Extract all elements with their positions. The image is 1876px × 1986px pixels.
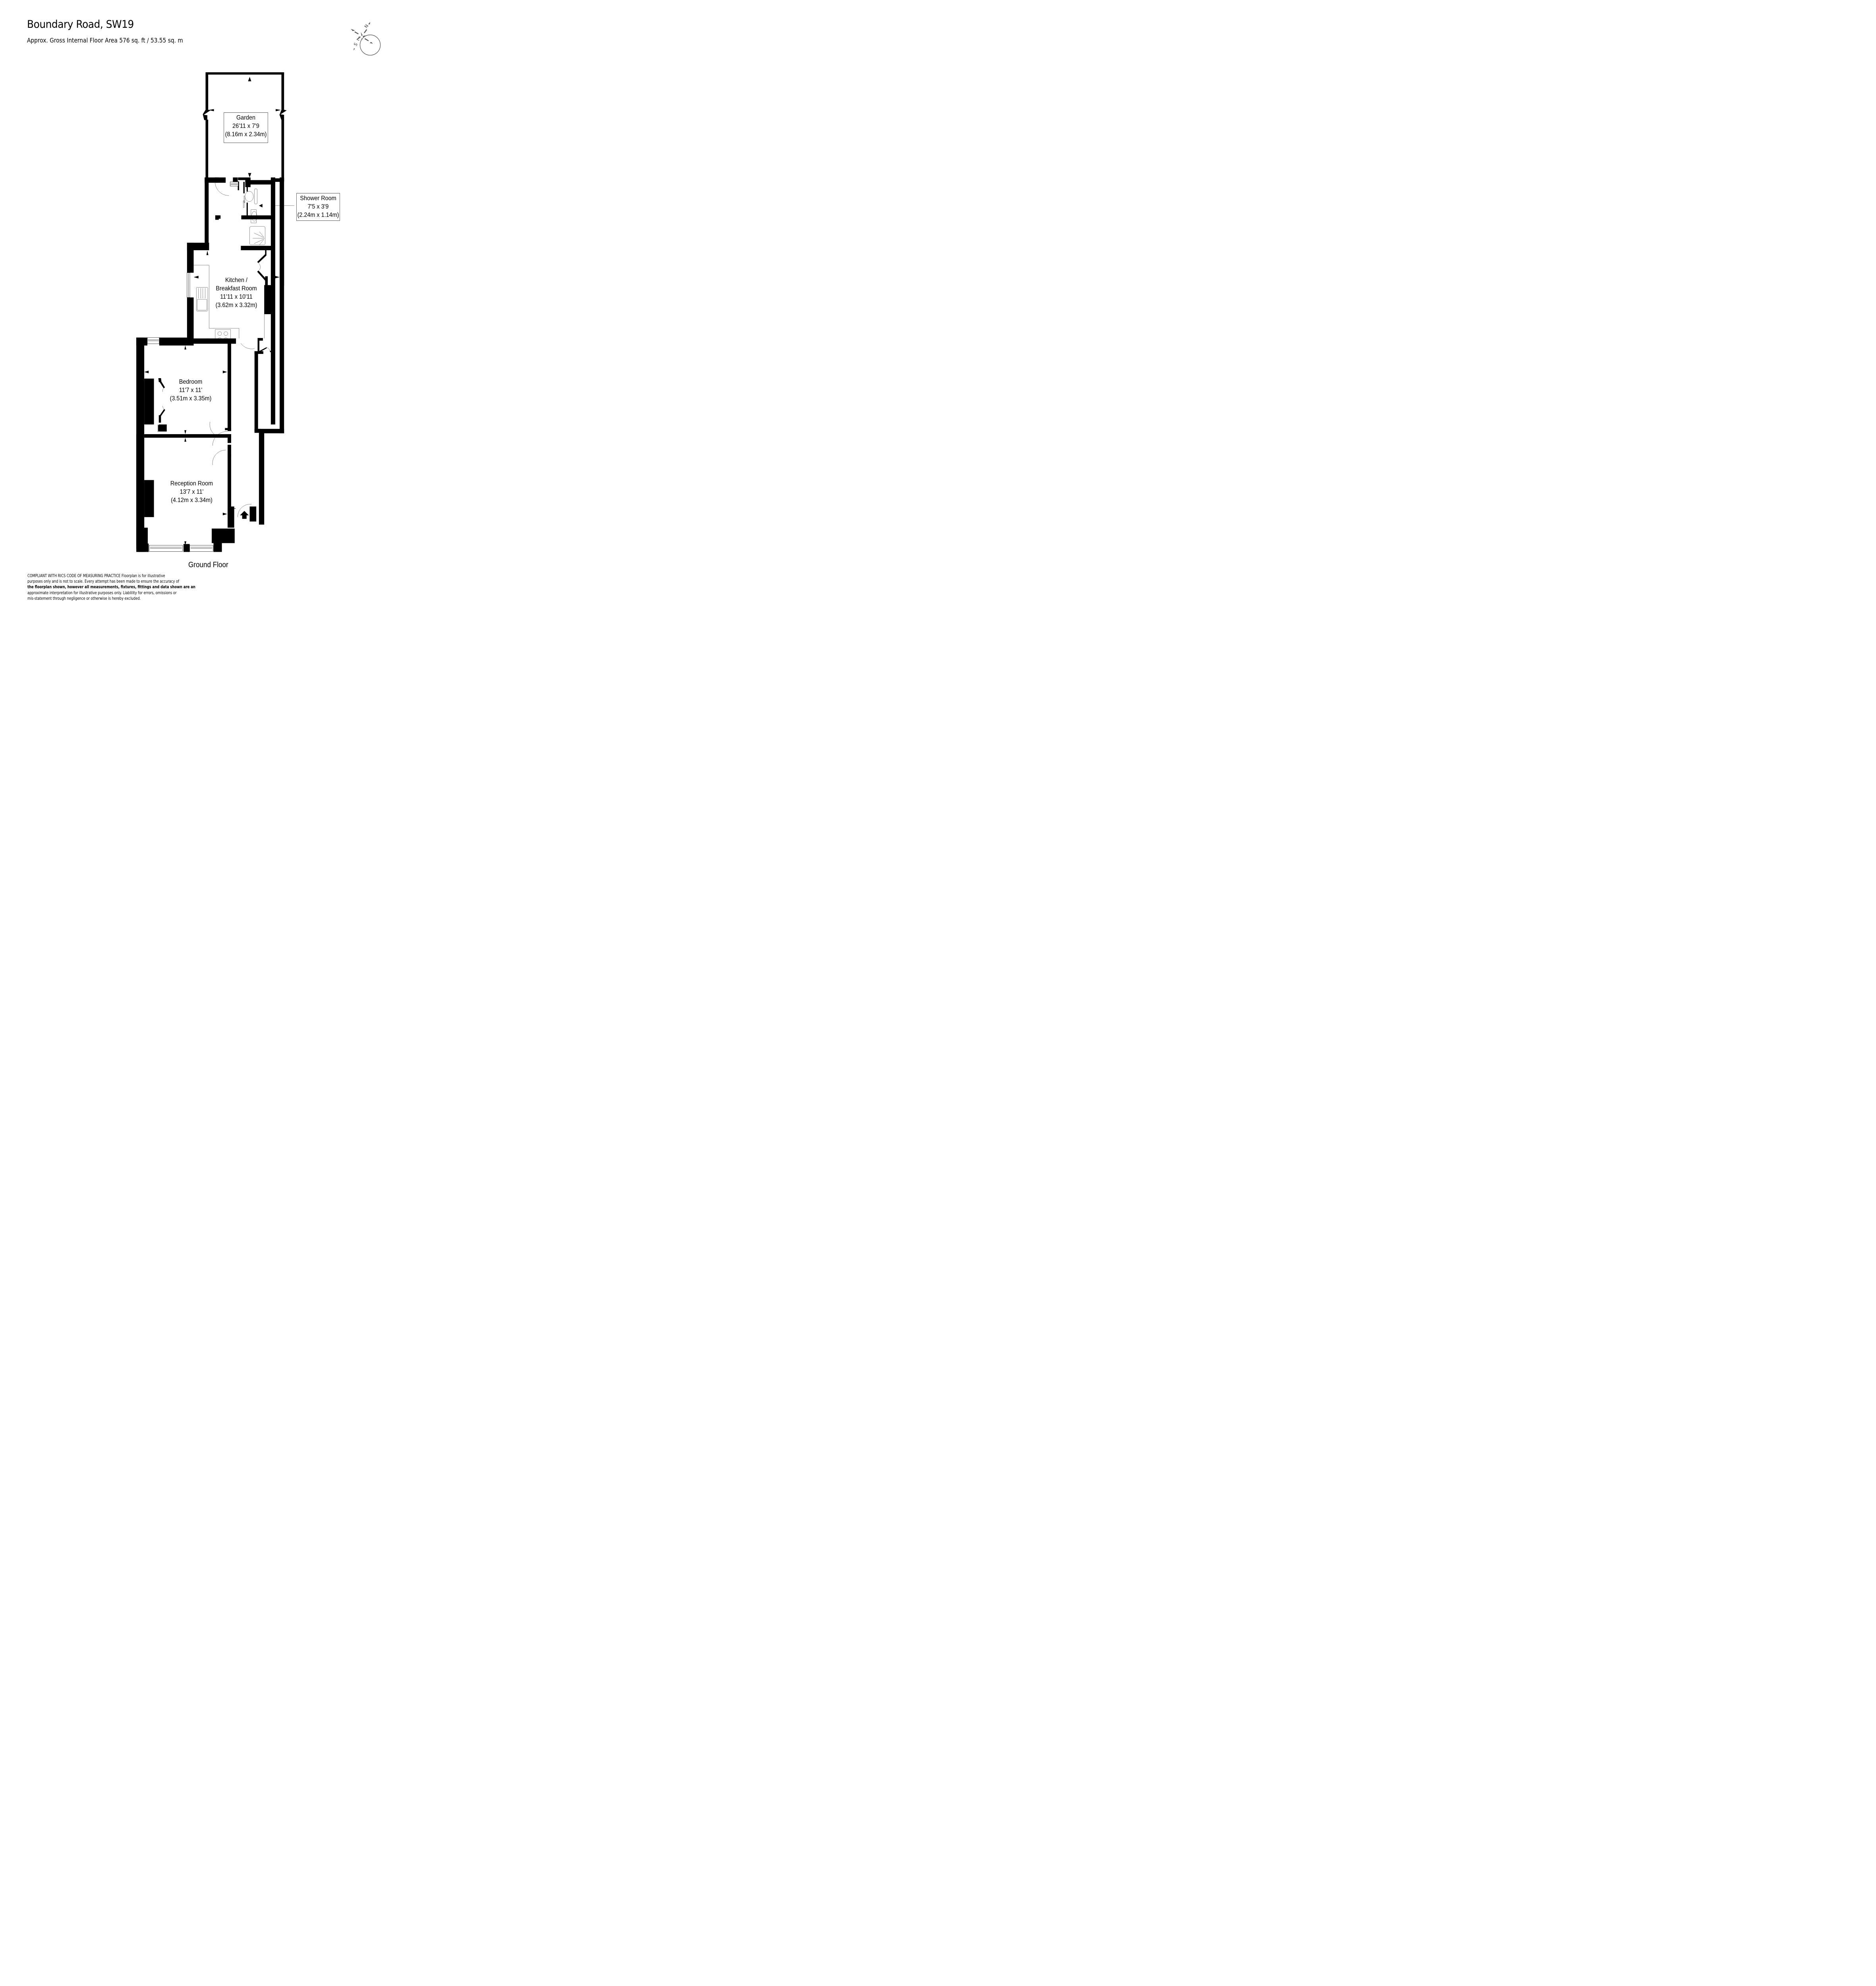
room-name: Reception Room bbox=[170, 480, 213, 487]
room-dimensions-imperial: 13'7 x 11' bbox=[180, 489, 204, 495]
disclaimer-line: COMPLIANT WITH RICS CODE OF MEASURING PR… bbox=[27, 574, 165, 578]
room-dimensions-metric: (3.51m x 3.35m) bbox=[170, 395, 212, 402]
room-dimensions-metric: (3.62m x 3.32m) bbox=[215, 302, 257, 309]
room-name-line2: Breakfast Room bbox=[216, 285, 257, 292]
shower-room-label: Shower Room 7'5 x 3'9 (2.24m x 1.14m) bbox=[296, 193, 340, 221]
room-dimensions-metric: (4.12m x 3.34m) bbox=[171, 497, 213, 504]
room-dimensions-imperial: 11'11 x 10'11 bbox=[220, 294, 253, 300]
compass-rose-icon: N S bbox=[351, 22, 381, 56]
floor-plan-drawing bbox=[136, 72, 294, 552]
room-dimensions-imperial: 11'7 x 11' bbox=[179, 387, 203, 394]
garden-top-wall bbox=[205, 72, 284, 75]
disclaimer-line: the floorplan shown, however all measure… bbox=[27, 585, 195, 590]
room-name: Shower Room bbox=[300, 195, 336, 202]
room-name: Bedroom bbox=[179, 379, 203, 385]
disclaimer-line: approximate interpretation for illustrat… bbox=[27, 590, 177, 595]
disclaimer-line: mis-statement through negligence or othe… bbox=[27, 596, 141, 601]
room-name: Garden bbox=[236, 114, 256, 121]
bedroom-label: Bedroom 11'7 x 11' (3.51m x 3.35m) bbox=[166, 378, 216, 403]
reception-room-label: Reception Room 13'7 x 11' (4.12m x 3.34m… bbox=[164, 479, 220, 504]
room-name-line1: Kitchen / bbox=[225, 277, 248, 284]
room-dimensions-imperial: 7'5 x 3'9 bbox=[307, 203, 329, 210]
room-dimensions-imperial: 26'11 x 7'9 bbox=[232, 123, 259, 129]
room-dimensions-metric: (8.16m x 2.34m) bbox=[225, 131, 267, 138]
disclaimer-line: purposes only and is not to scale. Every… bbox=[27, 579, 180, 584]
floorplan-page: Boundary Road, SW19 Approx. Gross Intern… bbox=[0, 0, 417, 625]
floor-label: Ground Floor bbox=[188, 561, 228, 569]
disclaimer-text: COMPLIANT WITH RICS CODE OF MEASURING PR… bbox=[27, 573, 195, 601]
page-title: Boundary Road, SW19 bbox=[27, 18, 134, 31]
floor-area-subtitle: Approx. Gross Internal Floor Area 576 sq… bbox=[27, 37, 183, 44]
garden-label: Garden 26'11 x 7'9 (8.16m x 2.34m) bbox=[224, 112, 268, 143]
room-dimensions-metric: (2.24m x 1.14m) bbox=[297, 212, 339, 218]
kitchen-breakfast-room-label: Kitchen / Breakfast Room 11'11 x 10'11 (… bbox=[211, 276, 261, 309]
